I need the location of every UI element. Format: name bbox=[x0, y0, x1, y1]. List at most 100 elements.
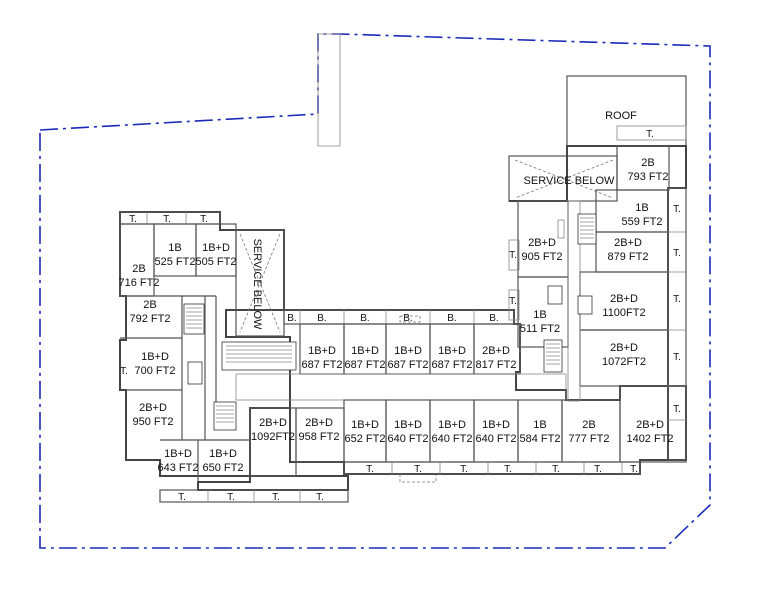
stair-treads bbox=[546, 343, 560, 365]
unit-1bd-505: 1B+D 505 FT2 bbox=[196, 242, 237, 268]
svg-text:650 FT2: 650 FT2 bbox=[203, 462, 244, 474]
terrace-label: T. bbox=[120, 366, 128, 377]
stair-treads bbox=[226, 345, 292, 363]
svg-text:950 FT2: 950 FT2 bbox=[133, 416, 174, 428]
service-below-left-label: SERVICE BELOW bbox=[251, 239, 263, 330]
svg-text:1B+D: 1B+D bbox=[351, 345, 379, 357]
svg-text:1092FT2: 1092FT2 bbox=[251, 431, 295, 443]
svg-text:716 FT2: 716 FT2 bbox=[119, 277, 160, 289]
svg-text:1B+D: 1B+D bbox=[308, 345, 336, 357]
terrace-label: T. bbox=[414, 464, 422, 475]
svg-text:792 FT2: 792 FT2 bbox=[130, 313, 171, 325]
terrace-label: T. bbox=[163, 214, 171, 225]
svg-text:2B: 2B bbox=[143, 299, 156, 311]
text-labels: ROOF T. SERVICE BELOW SERVICE BELOW T. T… bbox=[120, 110, 681, 503]
property-line bbox=[39, 33, 711, 549]
svg-text:2B+D: 2B+D bbox=[610, 342, 638, 354]
svg-text:559 FT2: 559 FT2 bbox=[622, 216, 663, 228]
terrace-label: T. bbox=[552, 464, 560, 475]
svg-text:1B+D: 1B+D bbox=[394, 419, 422, 431]
svg-text:511 FT2: 511 FT2 bbox=[520, 323, 560, 335]
balcony-label: B. bbox=[287, 313, 296, 324]
svg-text:1B+D: 1B+D bbox=[438, 419, 466, 431]
terrace-label: T. bbox=[227, 492, 235, 503]
svg-text:1B: 1B bbox=[168, 242, 181, 254]
svg-text:687 FT2: 687 FT2 bbox=[388, 359, 429, 371]
svg-text:505 FT2: 505 FT2 bbox=[196, 256, 237, 268]
terrace-label: T. bbox=[129, 214, 137, 225]
terrace-label: T. bbox=[594, 464, 602, 475]
terrace-right-column bbox=[667, 187, 687, 461]
roof-terrace bbox=[616, 125, 687, 141]
svg-text:652 FT2: 652 FT2 bbox=[345, 433, 386, 445]
balcony-label: B. bbox=[403, 313, 412, 324]
unit-1b-584-box bbox=[517, 399, 563, 463]
stair-left-lower bbox=[213, 401, 237, 431]
terrace-label: T. bbox=[509, 296, 517, 307]
terrace-label: T. bbox=[200, 214, 208, 225]
unit-2bd-879: 2B+D 879 FT2 bbox=[608, 237, 649, 263]
terrace-right-left-2 bbox=[508, 289, 520, 321]
svg-text:1B: 1B bbox=[533, 309, 546, 321]
elevator-left bbox=[187, 361, 203, 385]
svg-text:687 FT2: 687 FT2 bbox=[345, 359, 386, 371]
svg-text:1B+D: 1B+D bbox=[351, 419, 379, 431]
terrace-label: T. bbox=[509, 250, 517, 261]
lot-notch bbox=[317, 33, 341, 147]
roof-label: ROOF bbox=[605, 110, 637, 122]
svg-text:1100FT2: 1100FT2 bbox=[602, 307, 645, 319]
terrace-label: T. bbox=[673, 248, 681, 259]
elevator-right-2 bbox=[577, 295, 593, 315]
unit-2b-792: 2B 792 FT2 bbox=[130, 299, 171, 325]
svg-text:793 FT2: 793 FT2 bbox=[628, 171, 669, 183]
terrace-label: T. bbox=[673, 294, 681, 305]
unit-1bd-687b: 1B+D 687 FT2 bbox=[345, 345, 386, 371]
unit-2b-777-box bbox=[561, 399, 621, 463]
terrace-bottom-center bbox=[343, 461, 641, 475]
stair-treads bbox=[580, 217, 594, 239]
svg-text:1B+D: 1B+D bbox=[202, 242, 230, 254]
service-below-left-cross bbox=[239, 233, 281, 333]
terrace-label: T. bbox=[178, 492, 186, 503]
svg-text:2B: 2B bbox=[582, 419, 595, 431]
unit-1b-559: 1B 559 FT2 bbox=[622, 202, 663, 228]
svg-text:958 FT2: 958 FT2 bbox=[299, 431, 340, 443]
svg-text:687 FT2: 687 FT2 bbox=[432, 359, 473, 371]
svg-text:1B+D: 1B+D bbox=[164, 448, 192, 460]
svg-text:2B+D: 2B+D bbox=[614, 237, 642, 249]
balcony-label: B. bbox=[489, 313, 498, 324]
svg-text:2B+D: 2B+D bbox=[482, 345, 510, 357]
svg-text:905 FT2: 905 FT2 bbox=[522, 251, 563, 263]
svg-text:879 FT2: 879 FT2 bbox=[608, 251, 649, 263]
svg-text:1B: 1B bbox=[635, 202, 648, 214]
svg-text:777 FT2: 777 FT2 bbox=[569, 433, 610, 445]
stair-left-upper bbox=[183, 303, 205, 335]
svg-text:2B+D: 2B+D bbox=[259, 417, 287, 429]
unit-1bd-640c-box bbox=[473, 399, 519, 463]
unit-1b-511: 1B 511 FT2 bbox=[520, 309, 560, 335]
balcony-label: B. bbox=[317, 313, 326, 324]
balcony-label: B. bbox=[447, 313, 456, 324]
svg-text:1B+D: 1B+D bbox=[482, 419, 510, 431]
terrace-label: T. bbox=[673, 404, 681, 415]
balcony-label: B. bbox=[360, 313, 369, 324]
terrace-label: T. bbox=[366, 464, 374, 475]
terrace-label: T. bbox=[630, 464, 638, 475]
unit-2bd-1092: 2B+D 1092FT2 bbox=[251, 417, 295, 443]
right-wing-outline bbox=[509, 145, 687, 461]
unit-1bd-652-box bbox=[343, 399, 387, 463]
svg-text:2B: 2B bbox=[132, 263, 145, 275]
svg-text:2B+D: 2B+D bbox=[528, 237, 556, 249]
elevator-right-1 bbox=[547, 285, 563, 305]
